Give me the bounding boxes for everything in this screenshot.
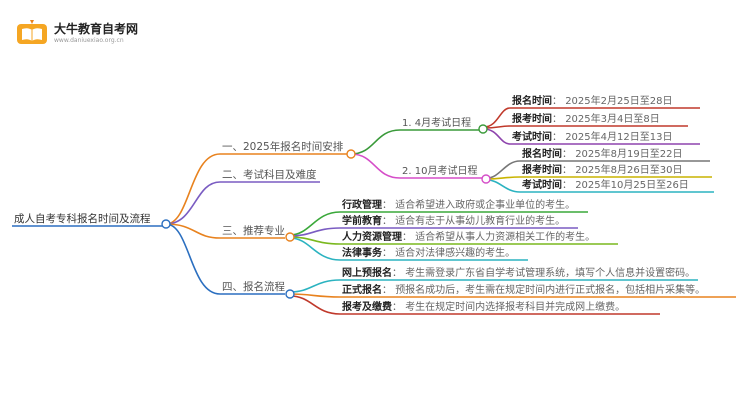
root-topic: 成人自考专科报名时间及流程 xyxy=(14,212,151,225)
svg-text:人力资源管理： 适合希望从事人力资源相关工作的考生。: 人力资源管理： 适合希望从事人力资源相关工作的考生。 xyxy=(342,230,595,243)
leaf-value: 2025年8月26日至30日 xyxy=(575,163,682,176)
leaf-key: 报考时间 xyxy=(522,163,562,176)
svg-text:法律事务： 适合对法律感兴趣的考生。: 法律事务： 适合对法律感兴趣的考生。 xyxy=(342,246,515,259)
link-branch-4 xyxy=(165,223,221,295)
svg-text:报考及缴费： 考生在规定时间内选择报考科目并完成网上缴费。: 报考及缴费： 考生在规定时间内选择报考科目并完成网上缴费。 xyxy=(342,300,625,313)
link-branch-3 xyxy=(165,223,221,239)
svg-text:学前教育： 适合有志于从事幼儿教育行业的考生。: 学前教育： 适合有志于从事幼儿教育行业的考生。 xyxy=(342,214,565,227)
leaf-item: 人力资源管理： 适合希望从事人力资源相关工作的考生。 xyxy=(342,230,595,243)
leaf-key: 考试时间 xyxy=(512,130,552,143)
leaf-value: 适合希望进入政府或企事业单位的考生。 xyxy=(395,198,575,211)
svg-text:报名时间： 2025年8月19日至22日: 报名时间： 2025年8月19日至22日 xyxy=(522,147,682,160)
branch-1-label: 一、2025年报名时间安排 xyxy=(222,140,344,153)
subnode-october-label: 2. 10月考试日程 xyxy=(402,164,477,177)
leaf-key: 考试时间 xyxy=(522,178,562,191)
svg-text:报名时间： 2025年2月25日至28日: 报名时间： 2025年2月25日至28日 xyxy=(512,94,672,107)
link-branch-1 xyxy=(165,153,221,225)
leaf-item: 正式报名： 预报名成功后，考生需在规定时间内进行正式报名，包括相片采集等。 xyxy=(342,283,705,296)
svg-text:考试时间： 2025年4月12日至13日: 考试时间： 2025年4月12日至13日 xyxy=(512,130,672,143)
leaf-item: 法律事务： 适合对法律感兴趣的考生。 xyxy=(342,246,515,259)
svg-text:考试时间： 2025年10月25日至26日: 考试时间： 2025年10月25日至26日 xyxy=(522,178,689,191)
junctions xyxy=(161,124,491,299)
logo-title: 大牛教育自考网 xyxy=(54,21,138,36)
branch-4-label: 四、报名流程 xyxy=(222,280,285,293)
leaf-item: 报考时间： 2025年3月4日至8日 xyxy=(512,112,660,125)
leaf-key: 报名时间 xyxy=(522,147,562,160)
leaf-key: 报名时间 xyxy=(512,94,552,107)
leaf-value: 预报名成功后，考生需在规定时间内进行正式报名，包括相片采集等。 xyxy=(395,283,705,296)
leaf-item: 行政管理： 适合希望进入政府或企事业单位的考生。 xyxy=(341,198,575,211)
leaf-key: 正式报名 xyxy=(342,283,382,296)
logo[interactable]: 大牛教育自考网 www.daniuexiao.org.cn xyxy=(17,20,138,44)
leaf-value: 适合对法律感兴趣的考生。 xyxy=(395,246,515,259)
leaf-key: 人力资源管理 xyxy=(342,230,402,243)
svg-text:行政管理： 适合希望进入政府或企事业单位的考生。: 行政管理： 适合希望进入政府或企事业单位的考生。 xyxy=(341,198,575,211)
leaf-key: 报考及缴费 xyxy=(342,300,392,313)
leaf-value: 2025年3月4日至8日 xyxy=(565,112,660,125)
branch-3-label: 三、推荐专业 xyxy=(222,224,285,237)
book-icon xyxy=(17,20,47,44)
svg-text:网上预报名： 考生需登录广东省自学考试管理系统，填写个人信息: 网上预报名： 考生需登录广东省自学考试管理系统，填写个人信息并设置密码。 xyxy=(342,266,695,279)
leaf-value: 2025年2月25日至28日 xyxy=(565,94,672,107)
svg-text:报考时间： 2025年8月26日至30日: 报考时间： 2025年8月26日至30日 xyxy=(522,163,682,176)
leaf-item: 学前教育： 适合有志于从事幼儿教育行业的考生。 xyxy=(342,214,565,227)
leaf-item: 报名时间： 2025年2月25日至28日 xyxy=(512,94,672,107)
leaf-item: 网上预报名： 考生需登录广东省自学考试管理系统，填写个人信息并设置密码。 xyxy=(342,266,695,279)
leaf-value: 考生需登录广东省自学考试管理系统，填写个人信息并设置密码。 xyxy=(405,266,695,279)
leaf-value: 2025年4月12日至13日 xyxy=(565,130,672,143)
leaf-item: 报名时间： 2025年8月19日至22日 xyxy=(522,147,682,160)
leaf-value: 适合希望从事人力资源相关工作的考生。 xyxy=(415,230,595,243)
leaf-item: 考试时间： 2025年10月25日至26日 xyxy=(522,178,689,191)
leaf-item: 报考及缴费： 考生在规定时间内选择报考科目并完成网上缴费。 xyxy=(342,300,625,313)
leaf-key: 报考时间 xyxy=(512,112,552,125)
subnode-april-label: 1. 4月考试日程 xyxy=(402,116,471,129)
leaf-value: 适合有志于从事幼儿教育行业的考生。 xyxy=(395,214,565,227)
leaf-value: 2025年8月19日至22日 xyxy=(575,147,682,160)
leaf-key: 网上预报名 xyxy=(342,266,392,279)
logo-subtitle: www.daniuexiao.org.cn xyxy=(54,37,124,44)
svg-text:正式报名： 预报名成功后，考生需在规定时间内进行正式报名，包: 正式报名： 预报名成功后，考生需在规定时间内进行正式报名，包括相片采集等。 xyxy=(342,283,705,296)
leaf-item: 报考时间： 2025年8月26日至30日 xyxy=(522,163,682,176)
branch-2-label: 二、考试科目及难度 xyxy=(222,168,317,181)
link-branch-2 xyxy=(165,181,221,225)
leaf-key: 行政管理 xyxy=(341,198,382,211)
leaf-value: 2025年10月25日至26日 xyxy=(575,178,689,191)
leaf-item: 考试时间： 2025年4月12日至13日 xyxy=(512,130,672,143)
svg-text:报考时间： 2025年3月4日至8日: 报考时间： 2025年3月4日至8日 xyxy=(512,112,660,125)
leaf-key: 学前教育 xyxy=(342,214,382,227)
leaf-value: 考生在规定时间内选择报考科目并完成网上缴费。 xyxy=(405,300,625,313)
leaf-key: 法律事务 xyxy=(342,246,383,259)
